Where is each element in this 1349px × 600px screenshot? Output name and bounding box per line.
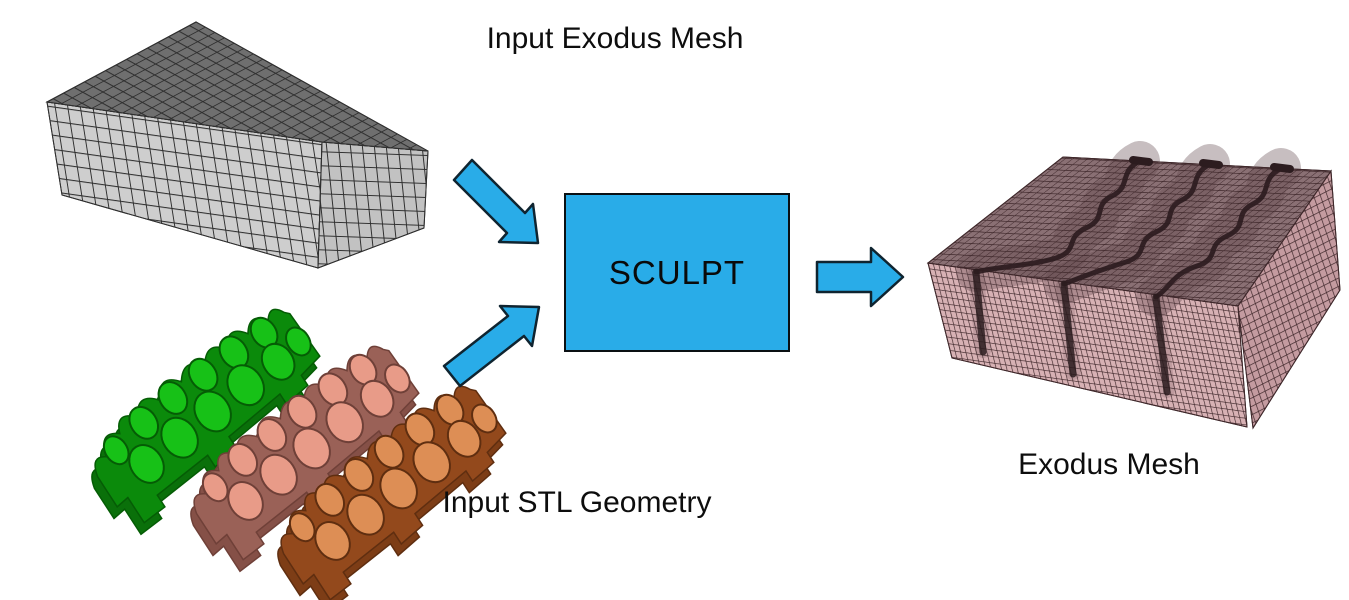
- input-exodus-mesh-figure: [45, 21, 429, 269]
- stl-geometry-figure: [67, 298, 531, 600]
- arrow-sculpt-to-output: [815, 246, 905, 308]
- sculpt-process-label: SCULPT: [608, 253, 746, 291]
- arrow-input-mesh-to-sculpt: [452, 158, 540, 245]
- output-exodus-mesh-figure: [926, 141, 1341, 430]
- output-exodus-mesh-label: Exodus Mesh: [1018, 448, 1200, 481]
- input-stl-geometry-label: Input STL Geometry: [442, 486, 712, 519]
- arrow-stl-to-sculpt: [442, 304, 541, 388]
- mesh-front-grooves: [968, 266, 1175, 398]
- sculpt-process-box: SCULPT: [564, 193, 790, 352]
- input-exodus-mesh-label: Input Exodus Mesh: [486, 22, 744, 55]
- mesh-top-channels: [973, 156, 1294, 300]
